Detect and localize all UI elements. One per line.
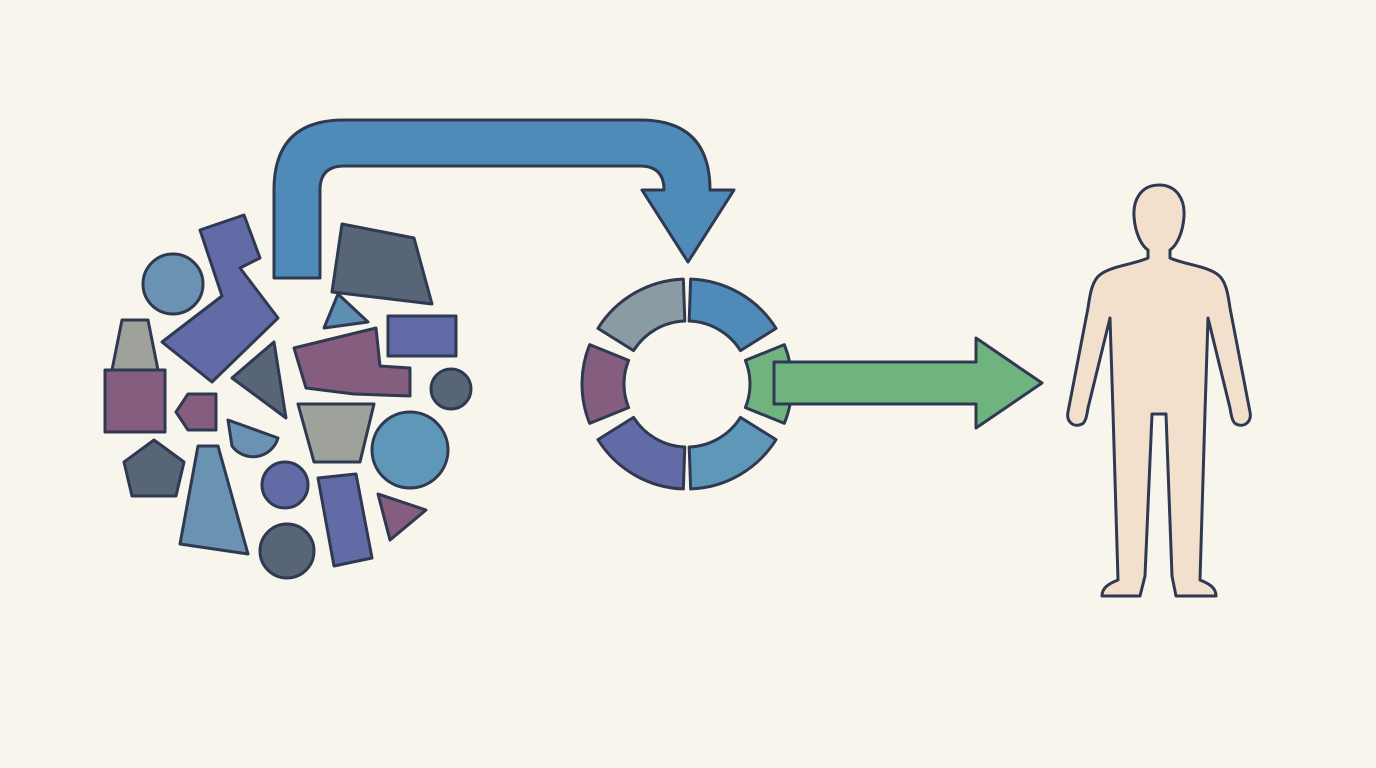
fragment-circle-blue [141,252,205,316]
ring-segment-top-right [687,277,778,353]
fragment-plum-pentagon [174,392,218,432]
fragment-indigo-circle [260,460,310,510]
fragment-gray-trapezoid [110,318,160,372]
fragment-dark-circle [258,522,316,580]
ring-segment-left [580,343,631,425]
segmented-ring-icon [580,277,794,491]
person-body [1066,183,1252,598]
fragment-plum-triangle [376,492,428,542]
fragment-indigo-rect [386,314,458,358]
fragment-purple-zigzag [160,213,280,384]
fragment-plum-wide [292,326,412,398]
fragment-charcoal-quad [330,222,434,306]
curved-arrow-body [272,118,736,280]
straight-arrow-connector [772,336,1044,430]
fragment-small-triangle [322,292,370,330]
fragment-plum-square [103,368,167,434]
curved-arrow-connector [272,118,736,280]
ring-segment-bottom-right [687,415,778,491]
ring-segment-top-left [596,277,687,353]
ring-segment-bottom-left [596,415,687,491]
straight-arrow-body [772,336,1044,430]
fragment-stone-trapezoid [296,402,376,464]
person-icon [1066,183,1252,598]
fragment-indigo-bar [316,472,374,568]
fragment-large-circle [370,410,450,490]
fragment-charcoal-triangle [230,340,288,420]
fragments-cluster-icon [103,213,473,580]
fragment-half-disc [226,418,280,459]
fragment-tall-trapezoid [178,444,250,556]
fragment-pentagon [122,438,186,498]
fragment-small-circle [429,367,473,411]
